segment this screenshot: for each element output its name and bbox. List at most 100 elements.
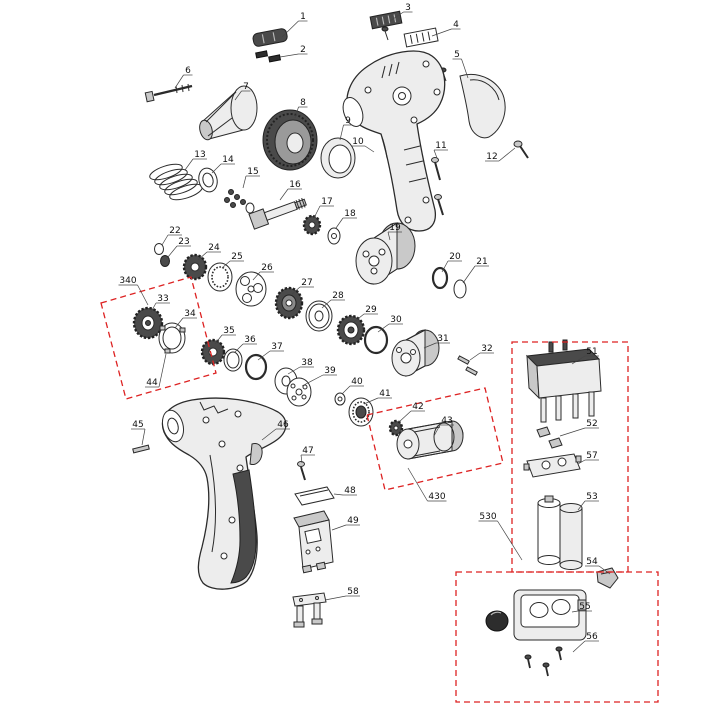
leader-line-46 — [261, 428, 277, 441]
part-3-vent-plate — [369, 10, 403, 30]
leader-line-33 — [150, 302, 157, 313]
leader-line-34 — [174, 317, 184, 329]
part-10-housing — [342, 50, 446, 232]
part-31-gear-case — [391, 329, 440, 377]
part-label-57: 57 — [586, 451, 597, 461]
leader-line-56 — [572, 640, 586, 653]
leader-line-37 — [257, 350, 271, 361]
part-label-44: 44 — [146, 378, 158, 388]
part-46-lower-housing — [161, 397, 287, 590]
leader-line-10 — [364, 145, 375, 153]
leader-line-430 — [407, 467, 428, 502]
part-label-12: 12 — [486, 152, 497, 162]
leader-line-51 — [571, 355, 586, 365]
part-label-58: 58 — [347, 587, 359, 597]
part-label-15: 15 — [247, 167, 258, 177]
part-label-10: 10 — [352, 137, 364, 147]
part-label-19: 19 — [389, 223, 401, 233]
part-label-29: 29 — [365, 305, 377, 315]
part-21-ring — [453, 279, 467, 299]
part-label-17: 17 — [321, 197, 332, 207]
part-label-9: 9 — [345, 116, 351, 126]
leader-line-57 — [577, 459, 586, 465]
leader-line-7 — [234, 90, 242, 101]
part-20-ring — [431, 266, 449, 290]
part-label-30: 30 — [390, 315, 402, 325]
leader-line-3 — [389, 11, 404, 22]
part-57-connector-frame — [523, 453, 582, 478]
part-17-gear — [302, 214, 322, 236]
part-label-31: 31 — [437, 334, 448, 344]
leader-line-20 — [441, 260, 449, 273]
part-4-vent-plate — [403, 27, 439, 48]
leader-line-9 — [339, 124, 344, 141]
part-label-7: 7 — [243, 82, 249, 92]
leader-line-49 — [331, 524, 347, 531]
leader-line-19 — [387, 231, 391, 241]
part-45-pin — [132, 444, 150, 454]
leader-line-18 — [335, 217, 344, 229]
part-12-screw — [513, 140, 529, 159]
part-16-spindle — [248, 197, 307, 230]
part-label-32: 32 — [481, 344, 492, 354]
part-22-ring — [154, 243, 164, 255]
part-40-bushing — [334, 392, 346, 406]
part-label-3: 3 — [405, 3, 411, 13]
leader-line-2 — [279, 53, 299, 58]
leader-line-29 — [353, 313, 365, 323]
part-47-screw — [297, 461, 306, 481]
part-label-36: 36 — [244, 335, 256, 345]
leader-line-36 — [234, 343, 244, 353]
highlight-box-group-530 — [455, 571, 659, 703]
part-label-27: 27 — [301, 278, 312, 288]
leader-line-4 — [431, 28, 452, 37]
leader-line-47 — [300, 454, 303, 464]
part-label-55: 55 — [579, 602, 590, 612]
leader-line-22 — [161, 234, 169, 246]
part-label-18: 18 — [344, 209, 356, 219]
part-label-38: 38 — [301, 358, 313, 368]
part-label-530: 530 — [479, 512, 496, 522]
part-27-gear — [274, 286, 304, 320]
leader-line-27 — [290, 286, 301, 296]
leader-line-12 — [498, 147, 516, 162]
part-label-37: 37 — [271, 342, 282, 352]
part-26-planet-carrier — [235, 271, 267, 307]
part-label-39: 39 — [324, 366, 336, 376]
part-label-23: 23 — [178, 237, 189, 247]
leader-line-24 — [197, 251, 208, 261]
part-55-battery-case — [485, 589, 587, 641]
leader-line-30 — [377, 323, 390, 333]
leader-line-23 — [167, 245, 178, 258]
part-label-16: 16 — [289, 180, 301, 190]
part-label-2: 2 — [300, 45, 306, 55]
leader-line-28 — [321, 299, 332, 309]
part-33-gear — [132, 306, 164, 340]
part-2-button-inserts — [255, 50, 282, 63]
part-label-4: 4 — [453, 20, 459, 30]
leader-line-53 — [577, 500, 586, 511]
part-label-47: 47 — [302, 446, 313, 456]
leader-line-1 — [281, 20, 299, 38]
part-label-13: 13 — [194, 150, 205, 160]
part-label-20: 20 — [449, 252, 461, 262]
leader-line-340 — [137, 284, 149, 306]
leader-line-8 — [294, 106, 299, 119]
leader-line-31 — [423, 342, 437, 349]
leader-line-54 — [598, 565, 611, 575]
part-label-24: 24 — [208, 243, 220, 253]
part-53-battery-cells — [537, 495, 583, 570]
part-label-34: 34 — [184, 309, 196, 319]
part-label-340: 340 — [119, 276, 136, 286]
part-8-clutch-ring — [262, 109, 318, 171]
part-label-48: 48 — [344, 486, 356, 496]
leader-line-43 — [433, 424, 441, 437]
part-37-ring — [244, 353, 268, 381]
leader-line-11 — [433, 149, 438, 159]
part-35-gear — [200, 338, 226, 366]
part-label-49: 49 — [347, 516, 359, 526]
part-label-41: 41 — [379, 389, 390, 399]
